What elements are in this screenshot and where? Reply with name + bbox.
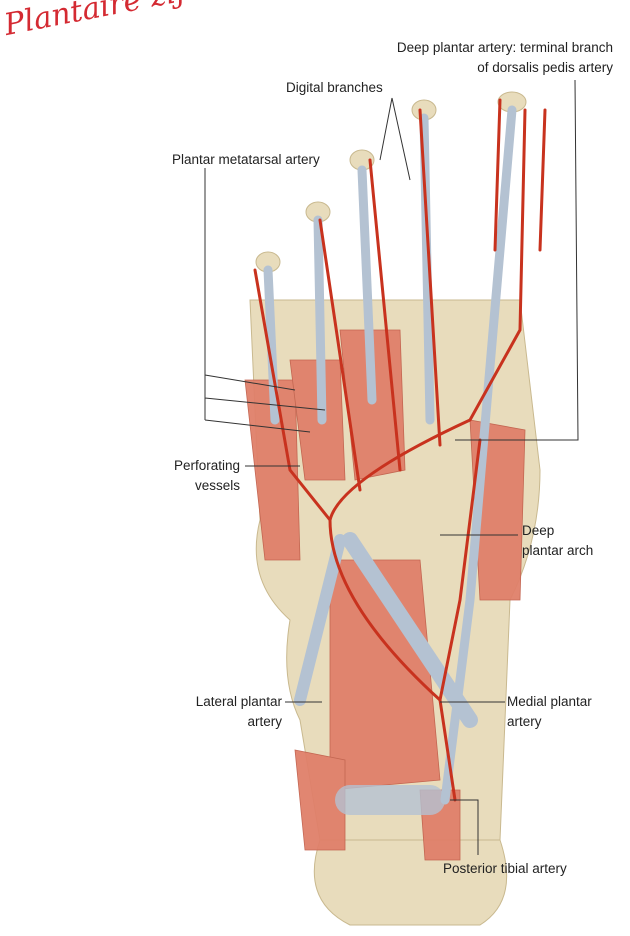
label-medial-plantar-artery: Medial plantar artery [507,692,592,732]
label-line: Deep plantar artery: terminal branch [396,40,613,55]
label-line: Lateral plantar [195,694,282,709]
label-line: Perforating [173,458,240,473]
label-plantar-metatarsal-artery: Plantar metatarsal artery [172,152,320,167]
label-lateral-plantar-artery: Lateral plantar artery [196,692,282,732]
label-line: Deep [522,523,555,538]
label-line: plantar arch [522,543,594,558]
label-line: artery [507,714,542,729]
label-line: Medial plantar [507,694,592,709]
label-line: vessels [194,478,240,493]
label-deep-plantar-arch: Deep plantar arch [522,521,593,561]
label-perforating-vessels: Perforating vessels [174,456,240,496]
label-line: artery [247,714,282,729]
arteries [253,98,547,802]
label-posterior-tibial-artery: Posterior tibial artery [443,861,567,876]
label-deep-plantar-artery: Deep plantar artery: terminal branch of … [397,38,613,78]
label-line: of dorsalis pedis artery [477,60,613,75]
label-digital-branches: Digital branches [286,80,383,95]
leader-lines [204,79,579,855]
tendons [263,105,517,815]
